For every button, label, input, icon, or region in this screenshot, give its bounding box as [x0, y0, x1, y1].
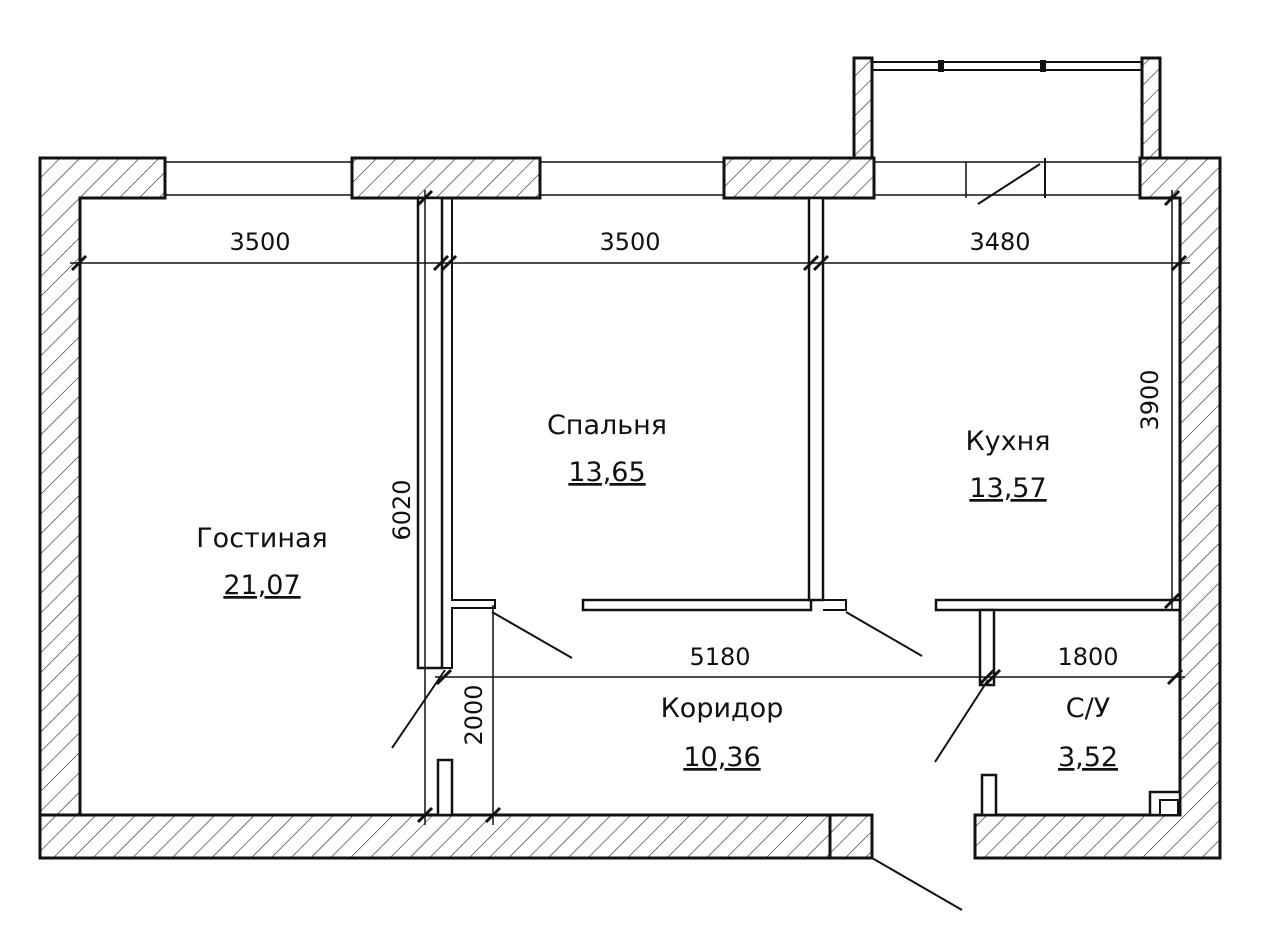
- dim-bedroom-width: 3500: [599, 228, 660, 256]
- dim-corridor-width: 2000: [460, 684, 488, 745]
- room-area-bathroom: 3,52: [1058, 742, 1118, 773]
- outer-walls: [38, 56, 1222, 860]
- room-name-kitchen: Кухня: [965, 426, 1050, 457]
- room-name-corridor: Коридор: [661, 693, 784, 724]
- room-name-bedroom: Спальня: [547, 410, 667, 441]
- dim-bathroom-width: 1800: [1057, 643, 1118, 671]
- dim-kitchen-depth: 3900: [1136, 369, 1164, 430]
- room-labels: Гостиная 21,07 Спальня 13,65 Кухня 13,57…: [196, 410, 1118, 773]
- dim-living-width: 3500: [229, 228, 290, 256]
- room-name-bathroom: С/У: [1066, 693, 1110, 724]
- dim-kitchen-width: 3480: [969, 228, 1030, 256]
- room-area-corridor: 10,36: [683, 742, 760, 773]
- room-name-living: Гостиная: [196, 523, 328, 554]
- dim-corridor-length: 5180: [689, 643, 750, 671]
- room-area-living: 21,07: [223, 570, 300, 601]
- dimension-labels: 3500 3500 3480 3900 6020 5180 1800 2000: [229, 228, 1164, 746]
- dim-living-depth: 6020: [388, 479, 416, 540]
- room-area-bedroom: 13,65: [568, 457, 645, 488]
- dimension-lines: [70, 189, 1190, 825]
- interior-walls: [416, 196, 1182, 817]
- room-area-kitchen: 13,57: [969, 473, 1046, 504]
